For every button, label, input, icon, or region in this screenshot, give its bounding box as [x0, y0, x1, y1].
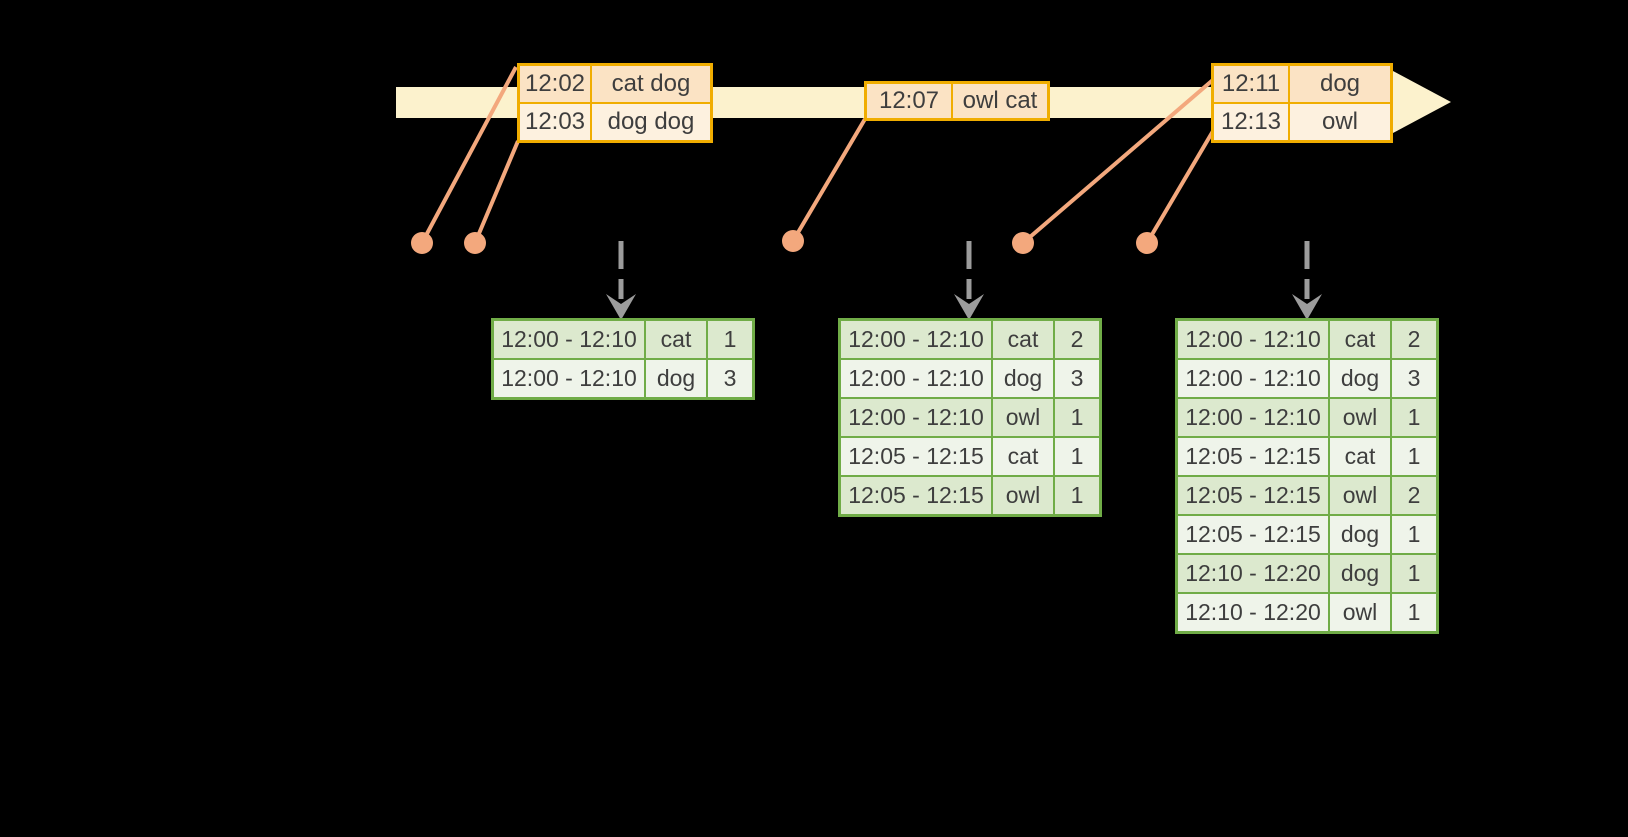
table-cell: dog [993, 360, 1055, 397]
table-cell: 1 [708, 321, 752, 358]
event-connector-line [1145, 124, 1218, 245]
table-cell: 1 [1392, 516, 1436, 553]
table-cell: 12:00 - 12:10 [1178, 399, 1330, 436]
event-connector-lines [420, 66, 1218, 245]
table-cell: 12:00 - 12:10 [841, 360, 993, 397]
table-cell: owl [993, 477, 1055, 514]
table-cell: 12:00 - 12:10 [1178, 360, 1330, 397]
table-cell: 12:05 - 12:15 [1178, 477, 1330, 514]
event-dots [411, 230, 1158, 254]
table-cell: 12:00 - 12:10 [494, 321, 646, 358]
table-cell: dog [1330, 516, 1392, 553]
table-cell: 12:10 - 12:20 [1178, 555, 1330, 592]
table-cell: 12:00 - 12:10 [494, 360, 646, 397]
event-connector-line [420, 66, 518, 244]
table-cell: cat [1330, 438, 1392, 475]
table-cell: 12:02 [520, 66, 592, 102]
table-cell: 12:05 - 12:15 [841, 477, 993, 514]
table-cell: dog [646, 360, 708, 397]
trigger-arrow-icon [606, 241, 636, 320]
table-cell: owl cat [953, 84, 1047, 118]
table-cell: cat [993, 438, 1055, 475]
table-cell: 12:03 [520, 104, 592, 140]
trigger-arrows [606, 241, 1322, 320]
table-cell: 12:00 - 12:10 [841, 399, 993, 436]
table-cell: owl [1330, 399, 1392, 436]
table-cell: cat [1330, 321, 1392, 358]
table-cell: 12:00 - 12:10 [841, 321, 993, 358]
table-cell: cat [646, 321, 708, 358]
table-cell: dog [1330, 555, 1392, 592]
trigger-arrow-icon [1292, 241, 1322, 320]
table-cell: 3 [1055, 360, 1099, 397]
table-cell: 12:05 - 12:15 [1178, 438, 1330, 475]
table-cell: 2 [1392, 477, 1436, 514]
table-cell: 1 [1392, 399, 1436, 436]
event-connector-line [1021, 77, 1216, 245]
timeline-arrowhead-icon [1393, 71, 1451, 133]
table-cell: cat [993, 321, 1055, 358]
event-dot [464, 232, 486, 254]
table-cell: 3 [1392, 360, 1436, 397]
table-cell: 12:05 - 12:15 [1178, 516, 1330, 553]
table-cell: 1 [1055, 477, 1099, 514]
event-dot [1012, 232, 1034, 254]
table-cell: 12:10 - 12:20 [1178, 594, 1330, 631]
table-cell: 12:05 - 12:15 [841, 438, 993, 475]
table-cell: 3 [708, 360, 752, 397]
table-cell: dog [1330, 360, 1392, 397]
table-cell: 12:07 [867, 84, 953, 118]
table-cell: 1 [1392, 438, 1436, 475]
table-cell: dog [1290, 66, 1390, 102]
table-cell: 12:11 [1214, 66, 1290, 102]
table-cell: 1 [1392, 555, 1436, 592]
table-cell: 12:13 [1214, 104, 1290, 140]
table-cell: 1 [1055, 399, 1099, 436]
event-dot [411, 232, 433, 254]
event-dot [1136, 232, 1158, 254]
table-cell: dog dog [592, 104, 710, 140]
table-cell: 2 [1392, 321, 1436, 358]
table-cell: 12:00 - 12:10 [1178, 321, 1330, 358]
table-cell: owl [1330, 477, 1392, 514]
event-connector-line [791, 117, 867, 243]
event-dot [782, 230, 804, 252]
event-connector-line [473, 140, 520, 244]
trigger-arrow-icon [954, 241, 984, 320]
table-cell: owl [1330, 594, 1392, 631]
table-cell: owl [1290, 104, 1390, 140]
table-cell: 1 [1055, 438, 1099, 475]
table-cell: owl [993, 399, 1055, 436]
table-cell: cat dog [592, 66, 710, 102]
table-cell: 1 [1392, 594, 1436, 631]
table-cell: 2 [1055, 321, 1099, 358]
